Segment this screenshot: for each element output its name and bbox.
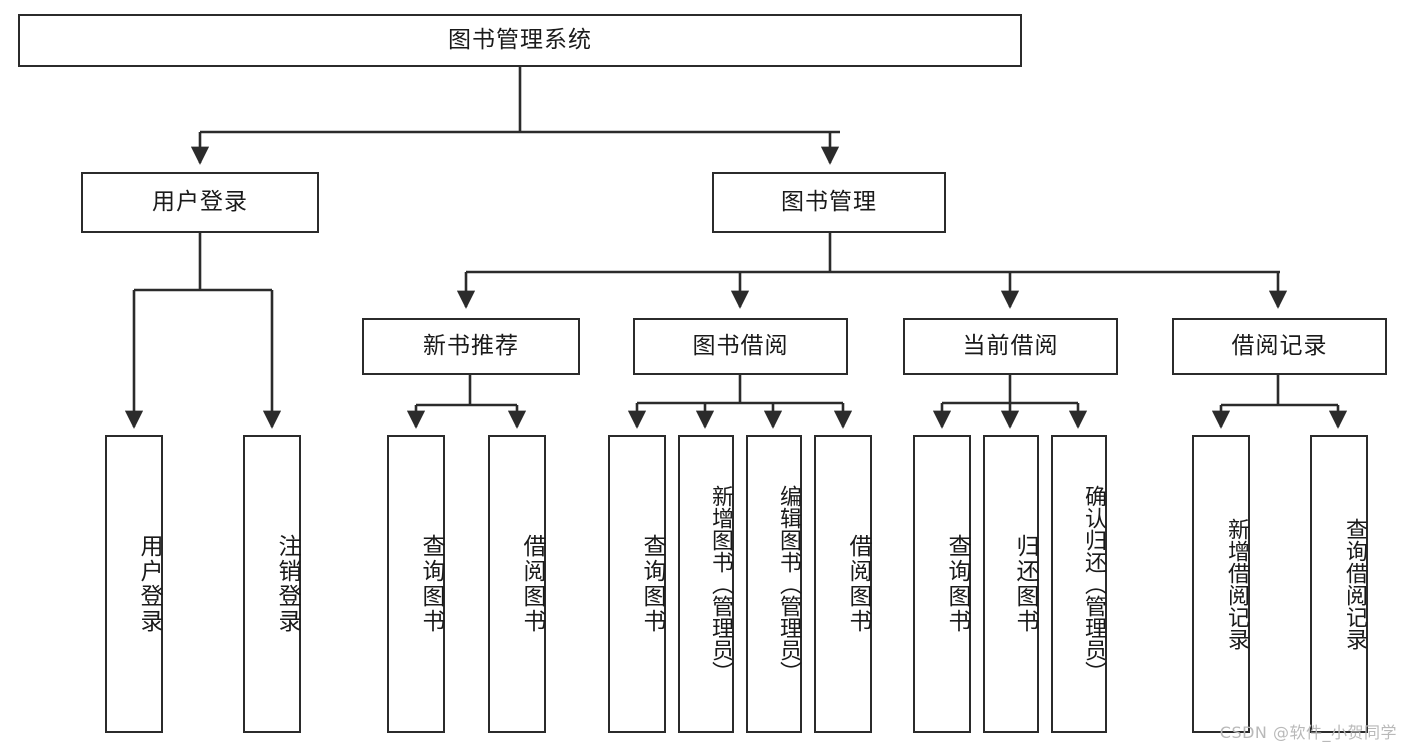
node-leaf-query-book-borrow[interactable]: 查询图书 xyxy=(608,435,666,733)
node-leaf-borrow-book[interactable]: 借阅图书 xyxy=(814,435,872,733)
node-label: 编辑图书（管理员） xyxy=(776,485,801,683)
node-label: 查询借阅记录 xyxy=(1342,518,1367,650)
node-leaf-confirm-return-admin[interactable]: 确认归还（管理员） xyxy=(1051,435,1107,733)
node-label: 用户登录 xyxy=(152,188,248,215)
node-label: 查询图书 xyxy=(944,534,970,634)
node-label: 新书推荐 xyxy=(423,332,519,359)
node-leaf-edit-book-admin[interactable]: 编辑图书（管理员） xyxy=(746,435,802,733)
node-label: 借阅图书 xyxy=(845,534,871,634)
node-new-book-recommend[interactable]: 新书推荐 xyxy=(362,318,580,375)
node-leaf-user-login[interactable]: 用户登录 xyxy=(105,435,163,733)
node-label: 图书管理 xyxy=(781,188,877,215)
node-root-book-management-system[interactable]: 图书管理系统 xyxy=(18,14,1022,67)
node-label: 借阅图书 xyxy=(519,534,545,634)
node-book-management[interactable]: 图书管理 xyxy=(712,172,946,233)
node-label: 借阅记录 xyxy=(1231,332,1328,359)
node-current-borrow[interactable]: 当前借阅 xyxy=(903,318,1118,375)
node-leaf-return-book[interactable]: 归还图书 xyxy=(983,435,1039,733)
node-label: 图书借阅 xyxy=(692,332,789,359)
node-borrow-record[interactable]: 借阅记录 xyxy=(1172,318,1387,375)
csdn-watermark: CSDN @软件_小贺同学 xyxy=(1219,723,1397,742)
node-leaf-query-book-current[interactable]: 查询图书 xyxy=(913,435,971,733)
node-label: 注销登录 xyxy=(274,534,300,634)
node-leaf-add-book-admin[interactable]: 新增图书（管理员） xyxy=(678,435,734,733)
node-user-login[interactable]: 用户登录 xyxy=(81,172,319,233)
node-label: 图书管理系统 xyxy=(448,26,592,53)
node-leaf-query-borrow-record[interactable]: 查询借阅记录 xyxy=(1310,435,1368,733)
node-leaf-add-borrow-record[interactable]: 新增借阅记录 xyxy=(1192,435,1250,733)
node-leaf-query-book-recommend[interactable]: 查询图书 xyxy=(387,435,445,733)
node-label: 新增图书（管理员） xyxy=(708,485,733,683)
node-label: 查询图书 xyxy=(418,534,444,634)
node-label: 用户登录 xyxy=(136,534,162,634)
node-leaf-borrow-book-recommend[interactable]: 借阅图书 xyxy=(488,435,546,733)
node-leaf-logout[interactable]: 注销登录 xyxy=(243,435,301,733)
node-label: 确认归还（管理员） xyxy=(1081,485,1106,683)
node-label: 新增借阅记录 xyxy=(1224,518,1249,650)
node-label: 当前借阅 xyxy=(962,332,1059,359)
node-label: 归还图书 xyxy=(1012,534,1038,634)
node-book-borrow[interactable]: 图书借阅 xyxy=(633,318,848,375)
node-label: 查询图书 xyxy=(639,534,665,634)
